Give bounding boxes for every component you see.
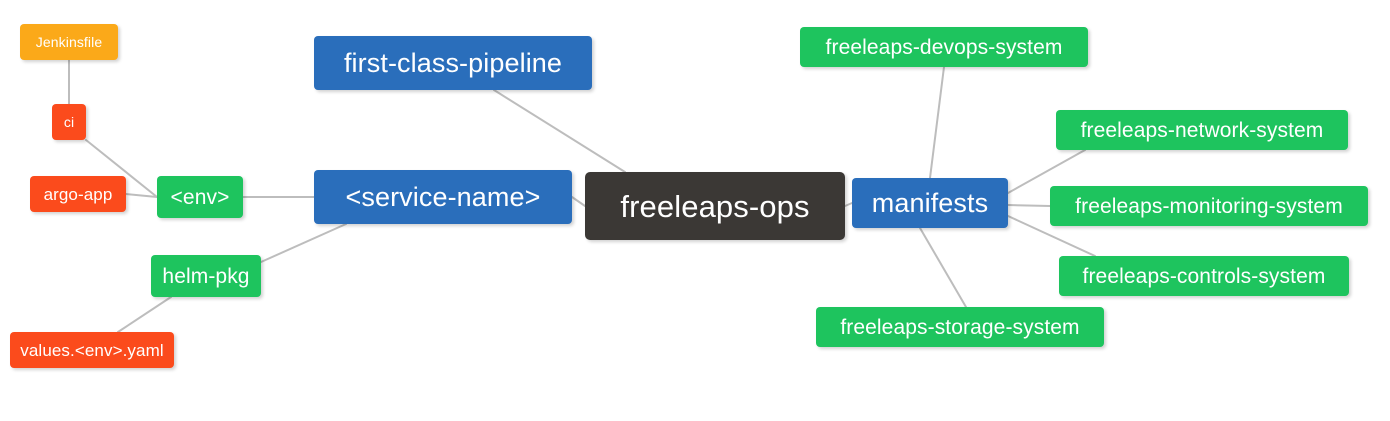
mindmap-node-freeleaps-ops[interactable]: freeleaps-ops bbox=[585, 172, 845, 240]
edge-helm-pkg-to-service-name bbox=[260, 223, 347, 263]
node-label: first-class-pipeline bbox=[343, 47, 563, 78]
edge-values.<env>.yaml-to-helm-pkg bbox=[117, 296, 172, 333]
node-label: ci bbox=[63, 114, 75, 130]
node-label: <service-name> bbox=[345, 181, 541, 212]
mindmap-node-jenkinsfile[interactable]: Jenkinsfile bbox=[20, 24, 118, 60]
node-label: freeleaps-devops-system bbox=[825, 35, 1063, 59]
mindmap-node-ci[interactable]: ci bbox=[52, 104, 86, 140]
node-label: argo-app bbox=[43, 184, 113, 204]
mindmap-node-monitoring-system[interactable]: freeleaps-monitoring-system bbox=[1050, 186, 1368, 226]
node-label: manifests bbox=[871, 187, 989, 218]
mindmap-node-argo-app[interactable]: argo-app bbox=[30, 176, 126, 212]
node-label: values.<env>.yaml bbox=[20, 340, 164, 360]
mindmap-node-network-system[interactable]: freeleaps-network-system bbox=[1056, 110, 1348, 150]
node-label: freeleaps-ops bbox=[620, 188, 810, 224]
mindmap-node-helm-pkg[interactable]: helm-pkg bbox=[151, 255, 261, 297]
node-label: freeleaps-monitoring-system bbox=[1075, 194, 1343, 218]
mindmap-node-env[interactable]: <env> bbox=[157, 176, 243, 218]
mindmap-node-devops-system[interactable]: freeleaps-devops-system bbox=[800, 27, 1088, 67]
node-label: freeleaps-controls-system bbox=[1082, 264, 1326, 288]
edge-service-name-to-freeleaps-ops bbox=[571, 196, 586, 207]
edge-argo-app-to-env bbox=[125, 193, 158, 198]
mindmap-node-service-name[interactable]: <service-name> bbox=[314, 170, 572, 224]
node-label: freeleaps-network-system bbox=[1080, 118, 1324, 142]
mindmap-node-first-class-pipeline[interactable]: first-class-pipeline bbox=[314, 36, 592, 90]
node-label: Jenkinsfile bbox=[35, 34, 103, 50]
node-label: freeleaps-storage-system bbox=[840, 315, 1080, 339]
mindmap-node-manifests[interactable]: manifests bbox=[852, 178, 1008, 228]
edge-first-class-pipeline-to-freeleaps-ops bbox=[493, 89, 626, 173]
mindmap-node-controls-system[interactable]: freeleaps-controls-system bbox=[1059, 256, 1349, 296]
node-label: <env> bbox=[170, 185, 230, 209]
edge-manifests-to-storage-system bbox=[919, 227, 967, 308]
edge-manifests-to-monitoring-system bbox=[1007, 204, 1051, 207]
mindmap-node-storage-system[interactable]: freeleaps-storage-system bbox=[816, 307, 1104, 347]
node-label: helm-pkg bbox=[162, 264, 250, 288]
edge-freeleaps-ops-to-manifests bbox=[844, 202, 853, 207]
edge-manifests-to-devops-system bbox=[929, 66, 945, 179]
mindmap-node-values-yaml[interactable]: values.<env>.yaml bbox=[10, 332, 174, 368]
